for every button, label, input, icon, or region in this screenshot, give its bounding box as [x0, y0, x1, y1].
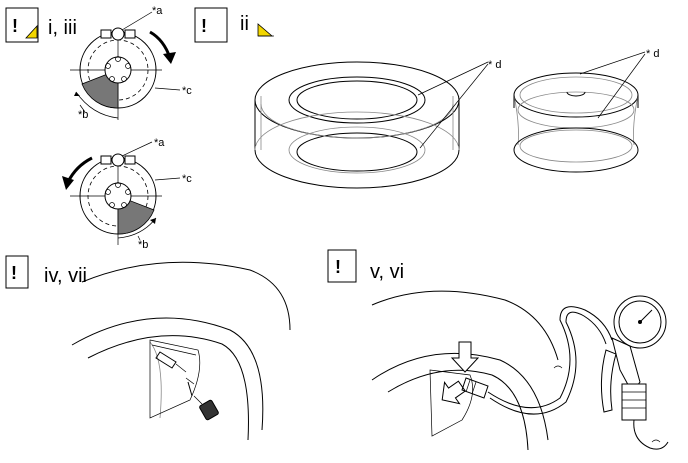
svg-text:!: !: [11, 263, 17, 283]
step-label-iv-vii: iv, vii: [44, 265, 87, 287]
tire: [254, 61, 489, 189]
svg-text:!: !: [12, 16, 18, 36]
caution-triangle-icon: [257, 23, 274, 37]
callout-a-lower: *a: [154, 137, 165, 149]
wheel-rim: [513, 51, 646, 173]
warning-box-icon: !: [194, 7, 228, 43]
svg-text:!: !: [335, 257, 341, 277]
callout-d-rim: * d: [646, 48, 659, 60]
step-label-v-vi: v, vi: [370, 261, 404, 283]
callout-a-upper: *a: [152, 5, 163, 17]
panel-top-right: ! ii * d: [194, 7, 659, 189]
callout-d-tire: * d: [488, 59, 501, 71]
rotation-arrow-icon: [66, 156, 93, 183]
callout-b-upper: *b: [78, 109, 88, 121]
panel-bottom-left: ! iv, vii: [5, 255, 291, 441]
step-label-ii: ii: [240, 13, 249, 35]
svg-text:!: !: [201, 16, 207, 36]
wheel-inflation-view: [371, 290, 669, 451]
caution-triangle-icon: [25, 24, 38, 39]
panel-top-left: ! i, iii: [5, 5, 192, 251]
push-arrow-icon: [450, 341, 480, 373]
push-arrow-icon: [441, 380, 466, 405]
callout-c-lower: *c: [182, 173, 192, 185]
warning-box-icon: !: [327, 249, 357, 283]
wheel-lower: [62, 141, 181, 245]
wheel-upper: [70, 11, 181, 120]
callout-b-lower: *b: [138, 239, 148, 251]
panel-bottom-right: ! v, vi: [327, 249, 669, 451]
step-label-i-iii: i, iii: [48, 17, 77, 39]
warning-box-icon: !: [5, 255, 29, 289]
wheel-valve-removal-view: [71, 261, 291, 441]
callout-c-upper: *c: [182, 85, 192, 97]
warning-box-icon: !: [5, 7, 39, 43]
